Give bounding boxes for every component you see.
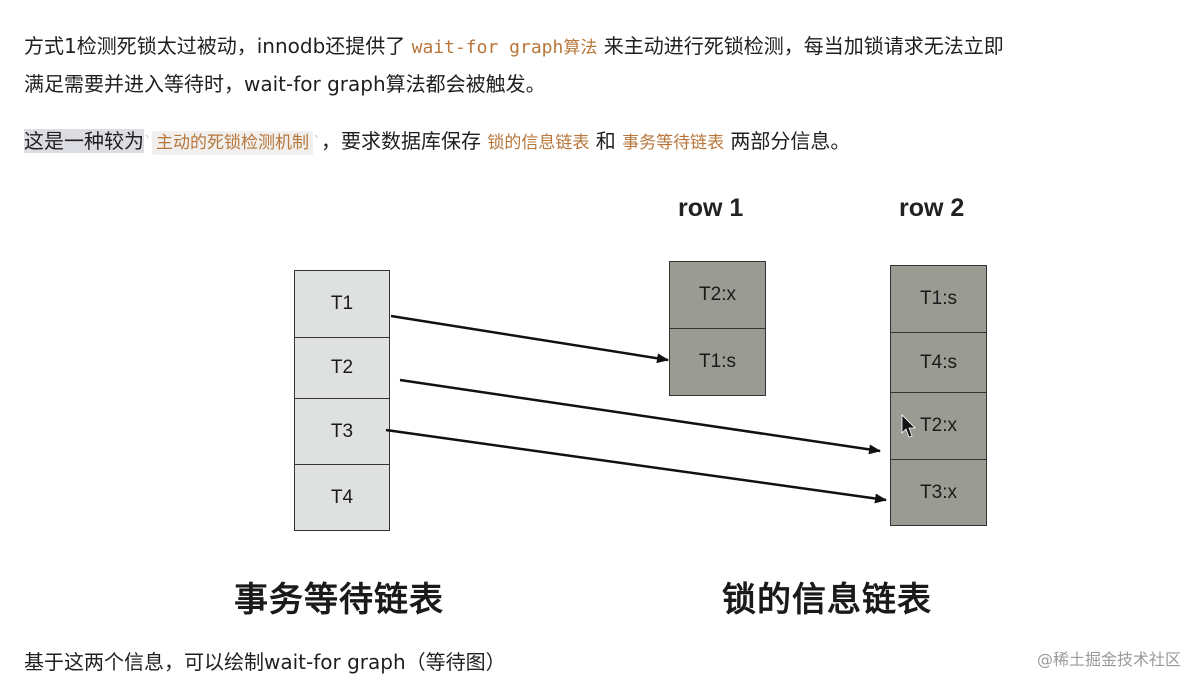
paragraph-1-line-2: 满足需要并进入等待时，wait-for graph算法都会被触发。 (24, 72, 546, 96)
row-1-header: row 1 (678, 194, 744, 222)
text: ，要求数据库保存 (321, 129, 488, 153)
arrow-t1-to-row1 (390, 314, 669, 364)
backtick-open: ` (144, 133, 152, 152)
watermark: @稀土掘金技术社区 (1036, 650, 1181, 669)
text: 来主动进行死锁检测，每当加锁请求无法立即 (597, 34, 1004, 58)
inline-code-suffix: 算法 (563, 38, 598, 58)
inline-code-lock-list: 锁的信息链表 (487, 133, 590, 153)
transaction-cell-t1: T1 (294, 270, 390, 338)
inline-code-wait-list: 事务等待链表 (622, 133, 725, 153)
row-2-lock-t4s: T4:s (890, 332, 987, 393)
row-2-lock-t1s: T1:s (890, 265, 987, 333)
paragraph-3: 基于这两个信息，可以绘制wait-for graph（等待图） (24, 650, 506, 674)
transaction-cell-t2: T2 (294, 337, 390, 399)
text: 两部分信息。 (724, 129, 851, 153)
transaction-wait-list-title: 事务等待链表 (234, 580, 444, 620)
row-2-header: row 2 (899, 194, 965, 222)
row-2-lock-t3x: T3:x (890, 459, 987, 526)
text: 方式1检测死锁太过被动，innodb还提供了 (24, 34, 412, 58)
backtick-close: ` (313, 133, 321, 152)
row-1-lock-t1s: T1:s (669, 328, 766, 396)
cursor-icon (901, 414, 916, 438)
paragraph-1-line-1: 方式1检测死锁太过被动，innodb还提供了 wait-for graph算法 … (24, 26, 1004, 68)
lock-info-list-title: 锁的信息链表 (722, 580, 932, 620)
row-1-lock-t2x: T2:x (669, 261, 766, 329)
inline-code: wait-for graph (411, 37, 564, 58)
arrow-t3-to-row2 (385, 428, 887, 504)
text: 和 (589, 129, 623, 153)
paragraph-2: 这是一种较为`主动的死锁检测机制`，要求数据库保存 锁的信息链表 和 事务等待链… (24, 121, 850, 163)
transaction-cell-t4: T4 (294, 464, 390, 531)
selected-text: 这是一种较为 (24, 129, 144, 153)
arrow-t2-to-row2 (399, 378, 881, 455)
inline-code-highlight: 主动的死锁检测机制 (152, 131, 313, 155)
